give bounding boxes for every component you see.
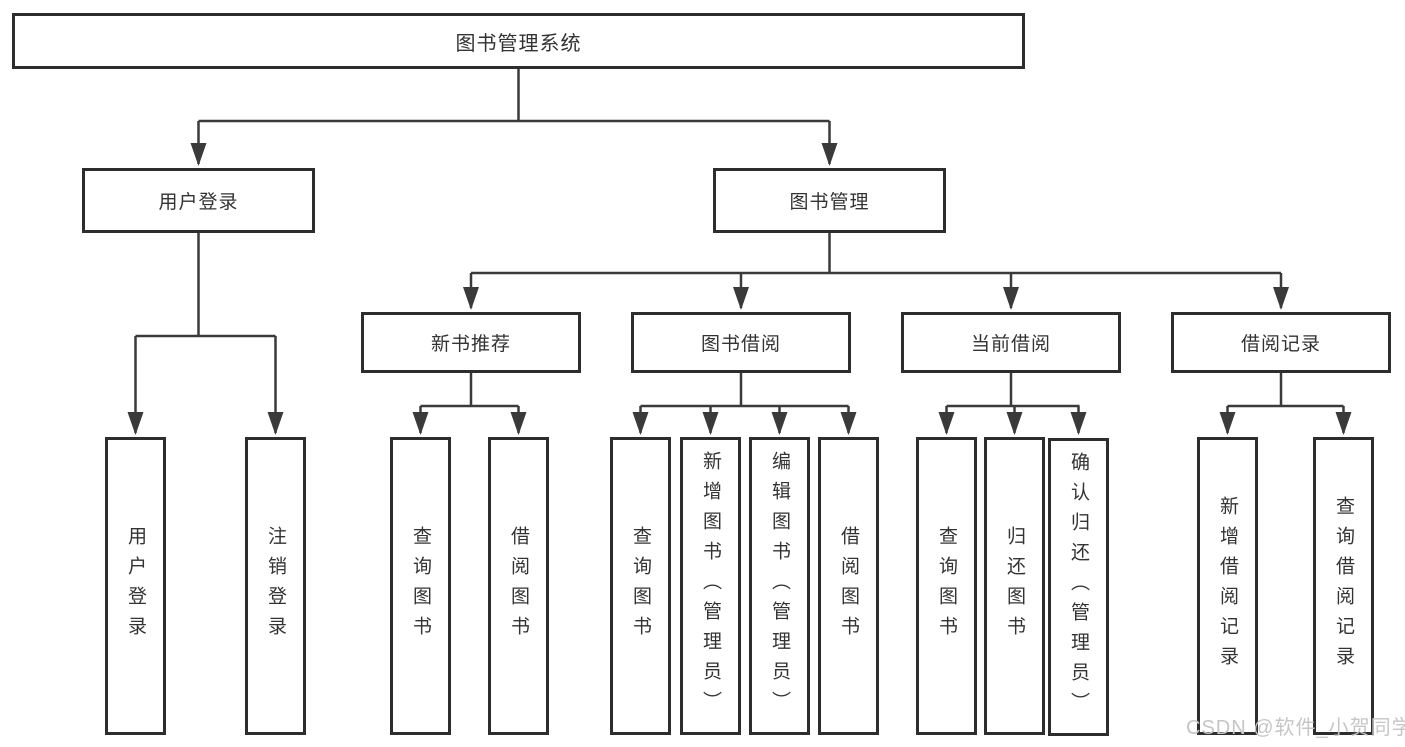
node-current-borrow: 当前借阅 (901, 312, 1121, 373)
arrowhead (632, 412, 649, 435)
node-label: 用户登录 (158, 192, 239, 213)
arrowhead (127, 412, 144, 435)
arrowhead (840, 412, 857, 435)
node-records-add-record: 新增借阅记录 (1197, 437, 1258, 735)
node-records-query-record: 查询借阅记录 (1313, 437, 1374, 735)
arrowhead (1070, 412, 1087, 435)
arrowhead (412, 412, 429, 435)
arrowhead (1219, 412, 1236, 435)
arrowhead (771, 412, 788, 435)
node-label: 图书管理 (789, 192, 870, 213)
node-label: 新书推荐 (430, 334, 511, 355)
node-label: 归还图书 (1004, 526, 1025, 646)
node-label: 查询图书 (630, 526, 651, 646)
node-label: 借阅图书 (508, 526, 529, 646)
node-recommend-borrow-book: 借阅图书 (488, 437, 549, 735)
node-label: 查询图书 (410, 526, 431, 646)
node-label: 查询图书 (936, 526, 957, 646)
node-current-query-book: 查询图书 (916, 437, 977, 735)
node-current-confirm-return-admin: 确认归还（管理员） (1048, 438, 1109, 736)
arrowhead (190, 143, 207, 166)
arrowhead (733, 287, 749, 310)
node-book-management: 图书管理 (713, 168, 946, 233)
node-label: 确认归还（管理员） (1068, 452, 1089, 722)
arrowhead (702, 412, 719, 435)
arrowhead (821, 143, 838, 166)
arrowhead (510, 412, 527, 435)
node-label: 借阅记录 (1240, 334, 1321, 355)
node-current-return-book: 归还图书 (984, 437, 1045, 735)
arrowhead (1335, 412, 1352, 435)
node-book-borrow: 图书借阅 (631, 312, 851, 373)
node-label: 注销登录 (265, 526, 286, 646)
node-new-book-recommend: 新书推荐 (361, 312, 581, 373)
node-borrow-query-book: 查询图书 (610, 437, 671, 735)
arrowhead (1006, 412, 1023, 435)
node-recommend-query-book: 查询图书 (390, 437, 451, 735)
node-label: 新增借阅记录 (1217, 496, 1238, 676)
node-user-login-leaf: 用户登录 (105, 437, 166, 735)
node-root: 图书管理系统 (12, 13, 1025, 69)
node-user-login: 用户登录 (82, 168, 315, 233)
arrowhead (463, 287, 479, 310)
node-label: 编辑图书（管理员） (769, 451, 790, 721)
node-borrow-records: 借阅记录 (1171, 312, 1391, 373)
watermark: CSDN @软件_小贺同学 (1186, 717, 1405, 739)
node-label: 当前借阅 (970, 334, 1051, 355)
arrowhead (938, 412, 955, 435)
node-logout-leaf: 注销登录 (245, 437, 306, 735)
node-borrow-borrow-book: 借阅图书 (818, 437, 879, 735)
node-label: 图书借阅 (700, 334, 781, 355)
node-label: 查询借阅记录 (1333, 496, 1354, 676)
arrowhead (1273, 287, 1289, 310)
node-label: 新增图书（管理员） (700, 451, 721, 721)
node-label: 用户登录 (125, 526, 146, 646)
node-label: 图书管理系统 (455, 32, 582, 55)
arrowhead (1003, 287, 1019, 310)
arrowhead (267, 412, 284, 435)
node-borrow-edit-book-admin: 编辑图书（管理员） (749, 437, 810, 735)
node-label: 借阅图书 (838, 526, 859, 646)
node-borrow-add-book-admin: 新增图书（管理员） (680, 437, 741, 735)
